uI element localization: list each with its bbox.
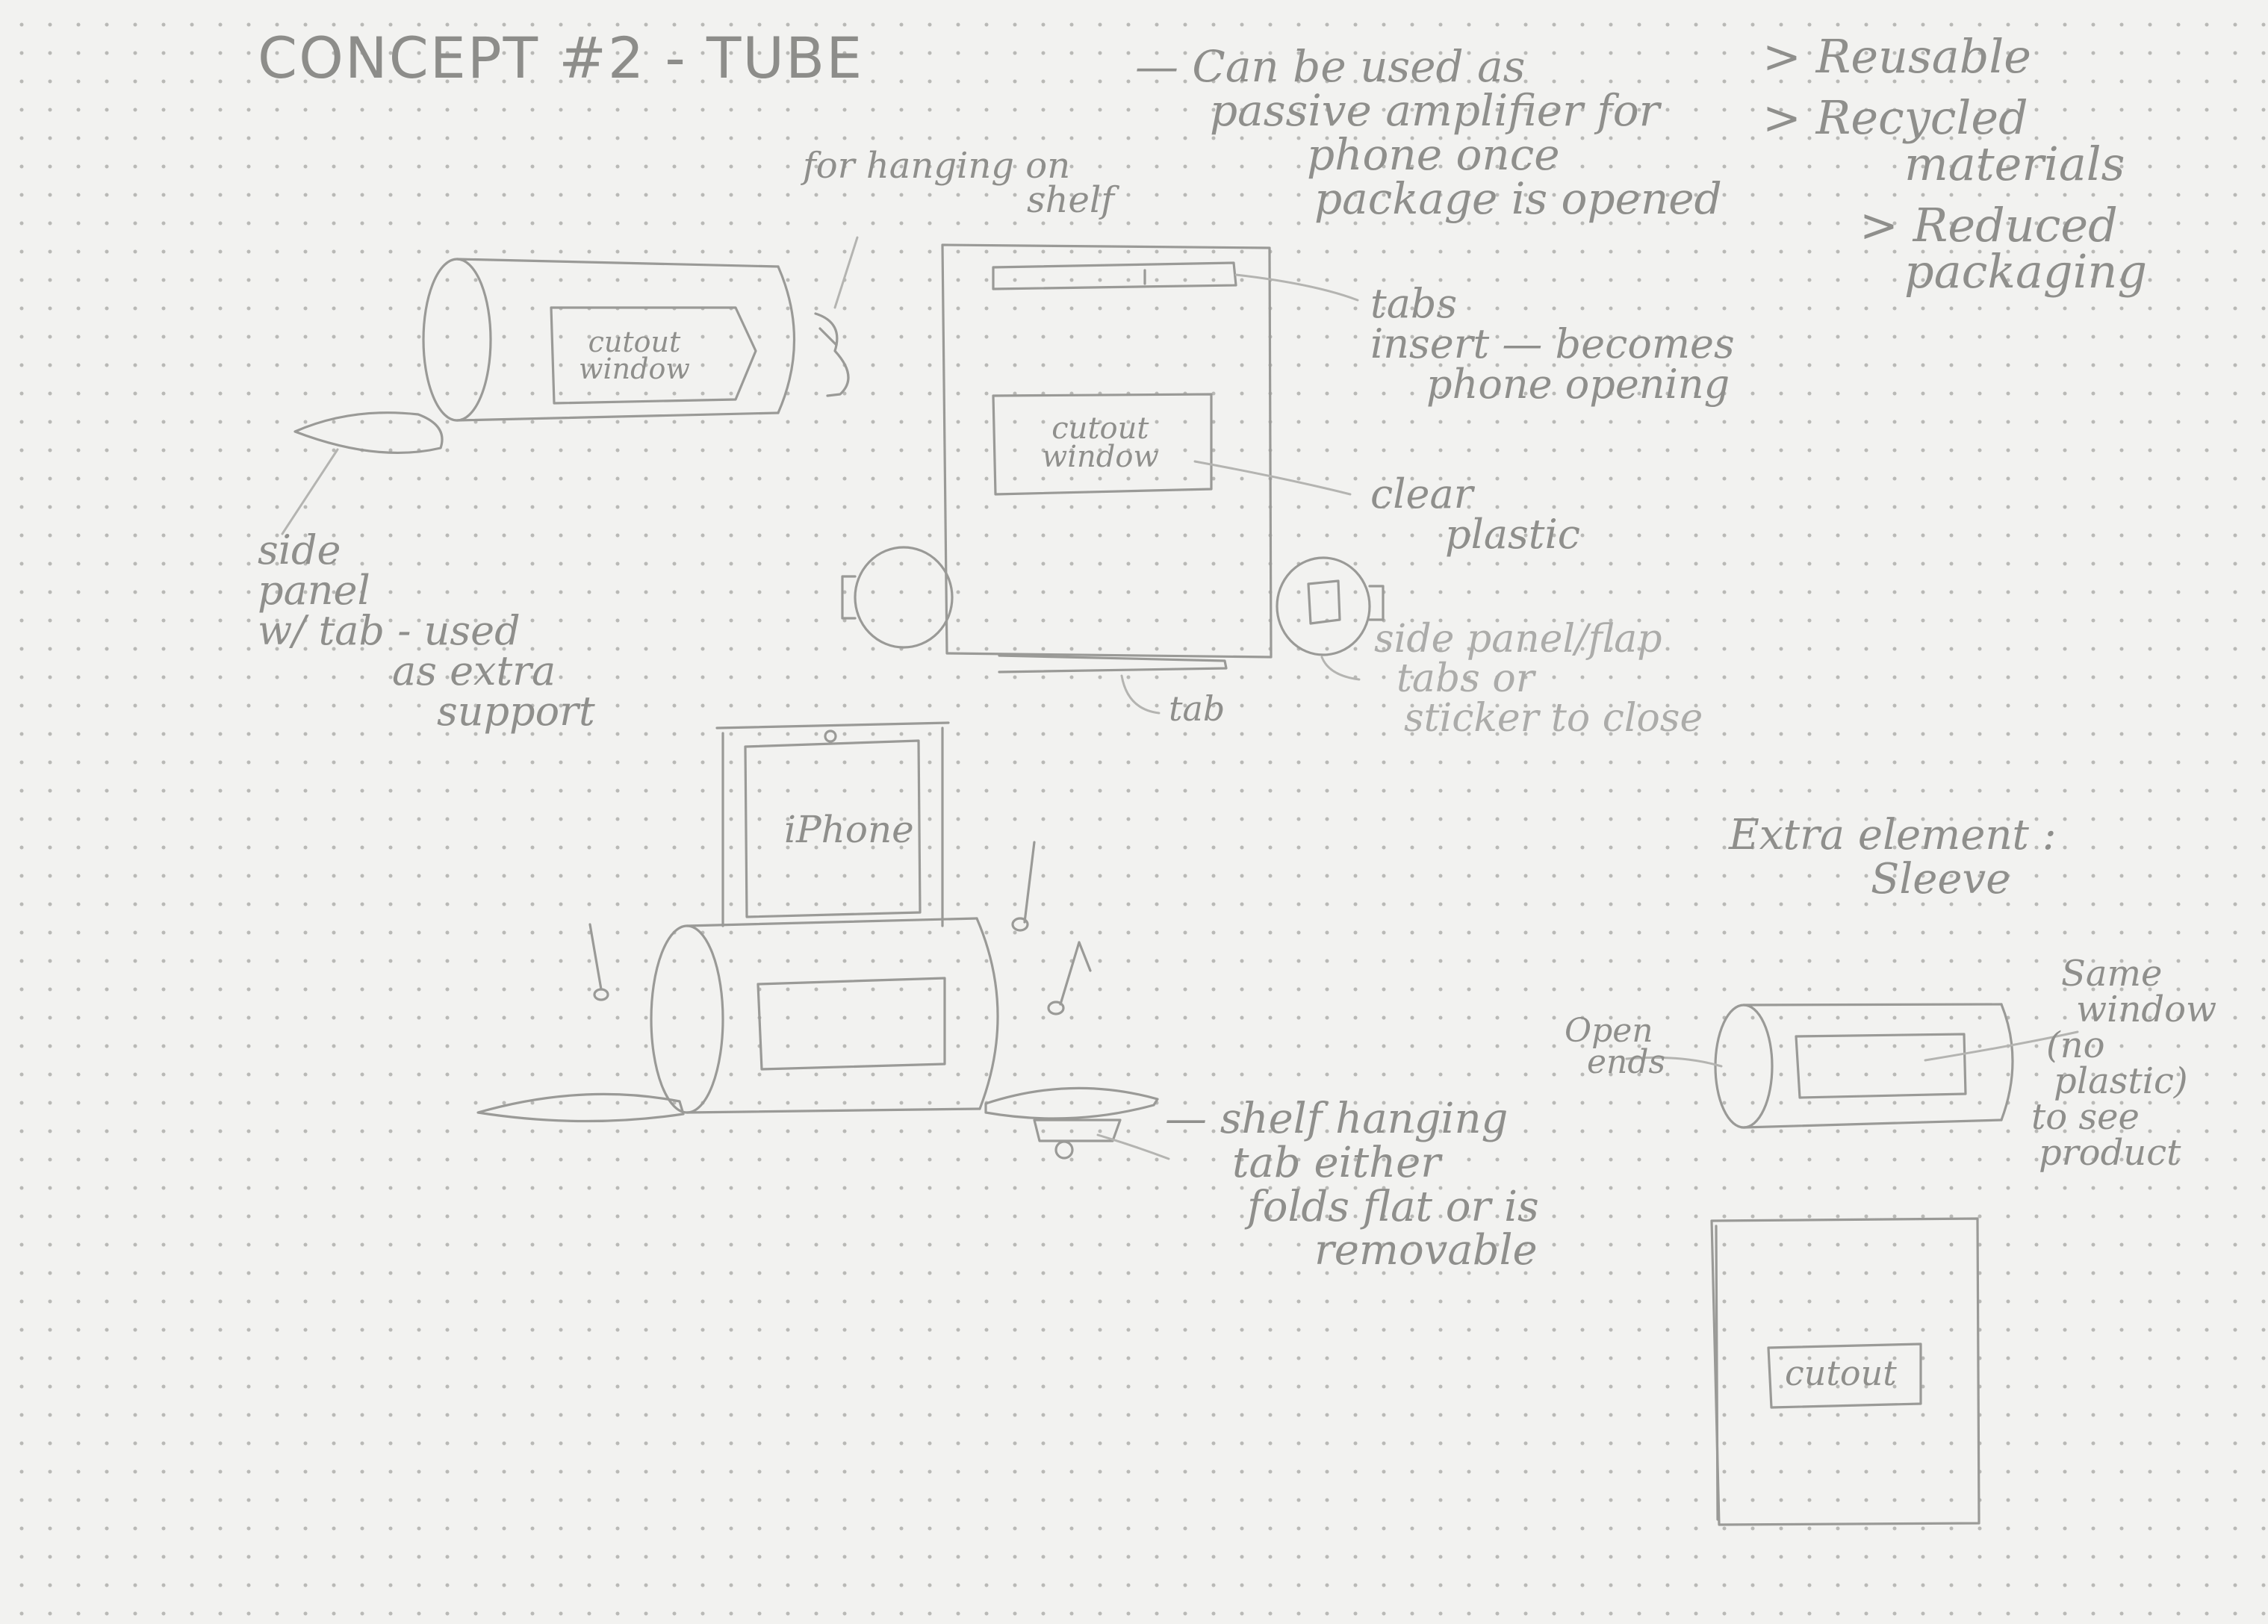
tube-window-label-line-2: window [579, 352, 690, 386]
side-panel-tab-line-5: support [437, 688, 595, 735]
shelf-hanging-line-1: — shelf hanging [1165, 1095, 1509, 1143]
side-panel-flap-note: side panel/flap tabs or sticker to close [1374, 617, 1703, 741]
side-panel-flap-line-2: tabs or [1396, 656, 1535, 702]
dieline-window-label-line-2: window [1042, 440, 1159, 474]
sleeve-cutout-label: cutout [1785, 1353, 1897, 1393]
extra-element-note: Extra element : Sleeve [1729, 811, 2057, 903]
bottom-tab-note: tab [1169, 691, 1225, 727]
tabs-insert-line-2: insert — becomes [1370, 320, 1735, 367]
benefit-reduced: > Reduced [1860, 198, 2118, 252]
concept-title: CONCEPT #2 - TUBE [258, 28, 863, 88]
tabs-insert-line-3: phone opening [1426, 361, 1730, 408]
side-panel-flap-line-3: sticker to close [1404, 696, 1703, 741]
same-window-line-1: Same [2061, 953, 2163, 995]
shelf-hanging-line-4: removable [1314, 1226, 1538, 1275]
same-window-note: Same window (no plastic) to see product [2031, 956, 2216, 1171]
amplifier-note: — Can be used as passive amplifier for p… [1135, 41, 1722, 225]
amplifier-note-line-3: phone once [1307, 129, 1560, 181]
benefit-packaging: packaging [1904, 244, 2148, 299]
benefit-recycled: > Recycled [1762, 90, 2028, 145]
same-window-line-6: product [2039, 1132, 2181, 1174]
side-panel-tab-line-2: panel [258, 567, 370, 614]
tube-window-label: cutout window [579, 326, 690, 386]
same-window-line-5: to see [2031, 1096, 2140, 1138]
same-window-line-2: window [2076, 989, 2217, 1030]
side-panel-tab-line-3: w/ tab - used [258, 607, 521, 654]
open-ends-note: Open ends [1565, 1012, 1666, 1081]
amplifier-sketch [476, 721, 1170, 1160]
clear-plastic-note: clear plastic [1370, 474, 1580, 555]
tube-sketch [281, 236, 859, 535]
same-window-line-3: (no [2046, 1024, 2105, 1066]
dieline-window-label: cutout window [1042, 411, 1159, 474]
extra-element-line-1: Extra element : [1729, 811, 2057, 859]
shelf-tab-note: for hanging on shelf [803, 145, 1115, 221]
open-ends-line-2: ends [1587, 1042, 1666, 1081]
side-panel-tab-line-1: side [258, 526, 341, 573]
clear-plastic-line-2: plastic [1445, 511, 1580, 558]
concept-title-text: CONCEPT #2 - TUBE [258, 25, 864, 91]
benefits-list: > Reusable > Recycled materials > Reduce… [1762, 34, 2147, 295]
sleeve-sketch [1625, 1003, 2079, 1526]
amplifier-note-line-2: passive amplifier for [1210, 85, 1660, 137]
iphone-label: iPhone [784, 810, 914, 850]
clear-plastic-line-1: clear [1370, 470, 1473, 517]
same-window-line-4: plastic) [2054, 1060, 2188, 1102]
tube-window-label-line-1: cutout [588, 326, 681, 358]
shelf-hanging-line-3: folds flat or is [1247, 1182, 1539, 1231]
sleeve-cutout-label-text: cutout [1785, 1353, 1897, 1393]
benefit-materials: materials [1904, 137, 2125, 191]
dieline-window-label-line-1: cutout [1051, 411, 1149, 446]
side-panel-flap-line-1: side panel/flap [1374, 617, 1662, 662]
amplifier-note-line-1: — Can be used as [1135, 41, 1526, 92]
shelf-tab-note-line-1: for hanging on [803, 145, 1071, 187]
shelf-hanging-line-2: tab either [1232, 1138, 1441, 1187]
tabs-insert-line-1: tabs [1370, 280, 1458, 327]
open-ends-line-1: Open [1565, 1012, 1653, 1050]
dieline-sketch [841, 243, 1385, 715]
bottom-tab-label: tab [1169, 688, 1225, 729]
extra-element-line-2: Sleeve [1871, 854, 2011, 903]
shelf-hanging-note: — shelf hanging tab either folds flat or… [1165, 1095, 1539, 1275]
shelf-tab-note-line-2: shelf [1027, 178, 1115, 221]
side-panel-tab-note: side panel w/ tab - used as extra suppor… [258, 530, 595, 732]
amplifier-note-line-4: package is opened [1314, 173, 1722, 225]
iphone-label-text: iPhone [784, 808, 914, 851]
tabs-insert-note: tabs insert — becomes phone opening [1370, 284, 1735, 405]
side-panel-tab-line-4: as extra [392, 647, 556, 694]
benefit-reusable: > Reusable [1762, 29, 2031, 84]
